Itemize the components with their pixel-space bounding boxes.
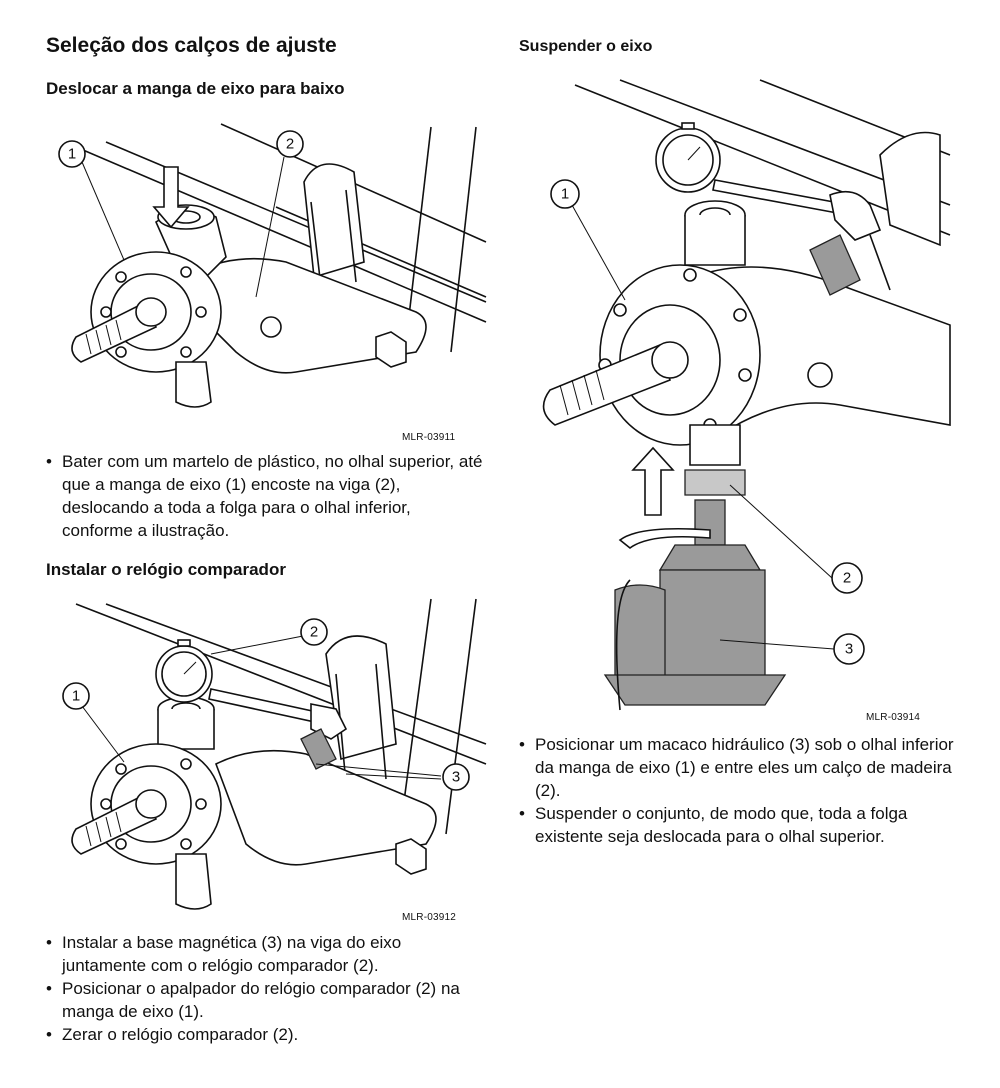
callout-2: 2 (310, 624, 318, 641)
section-heading-lift-axle: Suspender o eixo (519, 38, 653, 55)
figure-knuckle-down: 1 2 (58, 123, 487, 408)
bullet-list-section3: Posicionar um macaco hidráulico (3) sob … (519, 733, 959, 848)
figure-code: MLR-03912 (402, 912, 457, 923)
callout-1: 1 (68, 146, 76, 163)
callout-2-circle (300, 618, 328, 646)
callout-3-circle (442, 763, 470, 791)
list-item: Suspender o conjunto, de modo que, toda … (519, 802, 959, 848)
figure-code: MLR-03911 (402, 432, 456, 443)
list-item: Instalar a base magnética (3) na viga do… (46, 931, 486, 977)
callout-1: 1 (561, 186, 569, 203)
list-item: Posicionar um macaco hidráulico (3) sob … (519, 733, 959, 802)
callout-3: 3 (845, 641, 853, 658)
figure-lift-axle: 1 2 3 (542, 79, 951, 711)
callout-2-circle (831, 562, 863, 594)
page-title: Seleção dos calços de ajuste (46, 34, 337, 57)
list-item: Zerar o relógio comparador (2). (46, 1023, 486, 1046)
callout-1-circle (62, 682, 90, 710)
section-heading-dial-gauge: Instalar o relógio comparador (46, 560, 286, 579)
callout-2: 2 (843, 570, 851, 587)
callout-3-circle (833, 633, 865, 665)
section-heading-lower-knuckle: Deslocar a manga de eixo para baixo (46, 79, 345, 98)
callout-2: 2 (286, 136, 294, 153)
bullet-list-section1: Bater com um martelo de plástico, no olh… (46, 450, 486, 542)
callout-1: 1 (72, 688, 80, 705)
callout-1-circle (550, 179, 580, 209)
list-item: Bater com um martelo de plástico, no olh… (46, 450, 486, 542)
callout-2-circle (276, 130, 304, 158)
figure-code: MLR-03914 (866, 712, 921, 723)
callout-1-circle (58, 140, 86, 168)
callout-3: 3 (452, 769, 460, 786)
list-item: Posicionar o apalpador do relógio compar… (46, 977, 486, 1023)
figure-dial-gauge: 1 2 3 (62, 598, 487, 910)
bullet-list-section2: Instalar a base magnética (3) na viga do… (46, 931, 486, 1046)
